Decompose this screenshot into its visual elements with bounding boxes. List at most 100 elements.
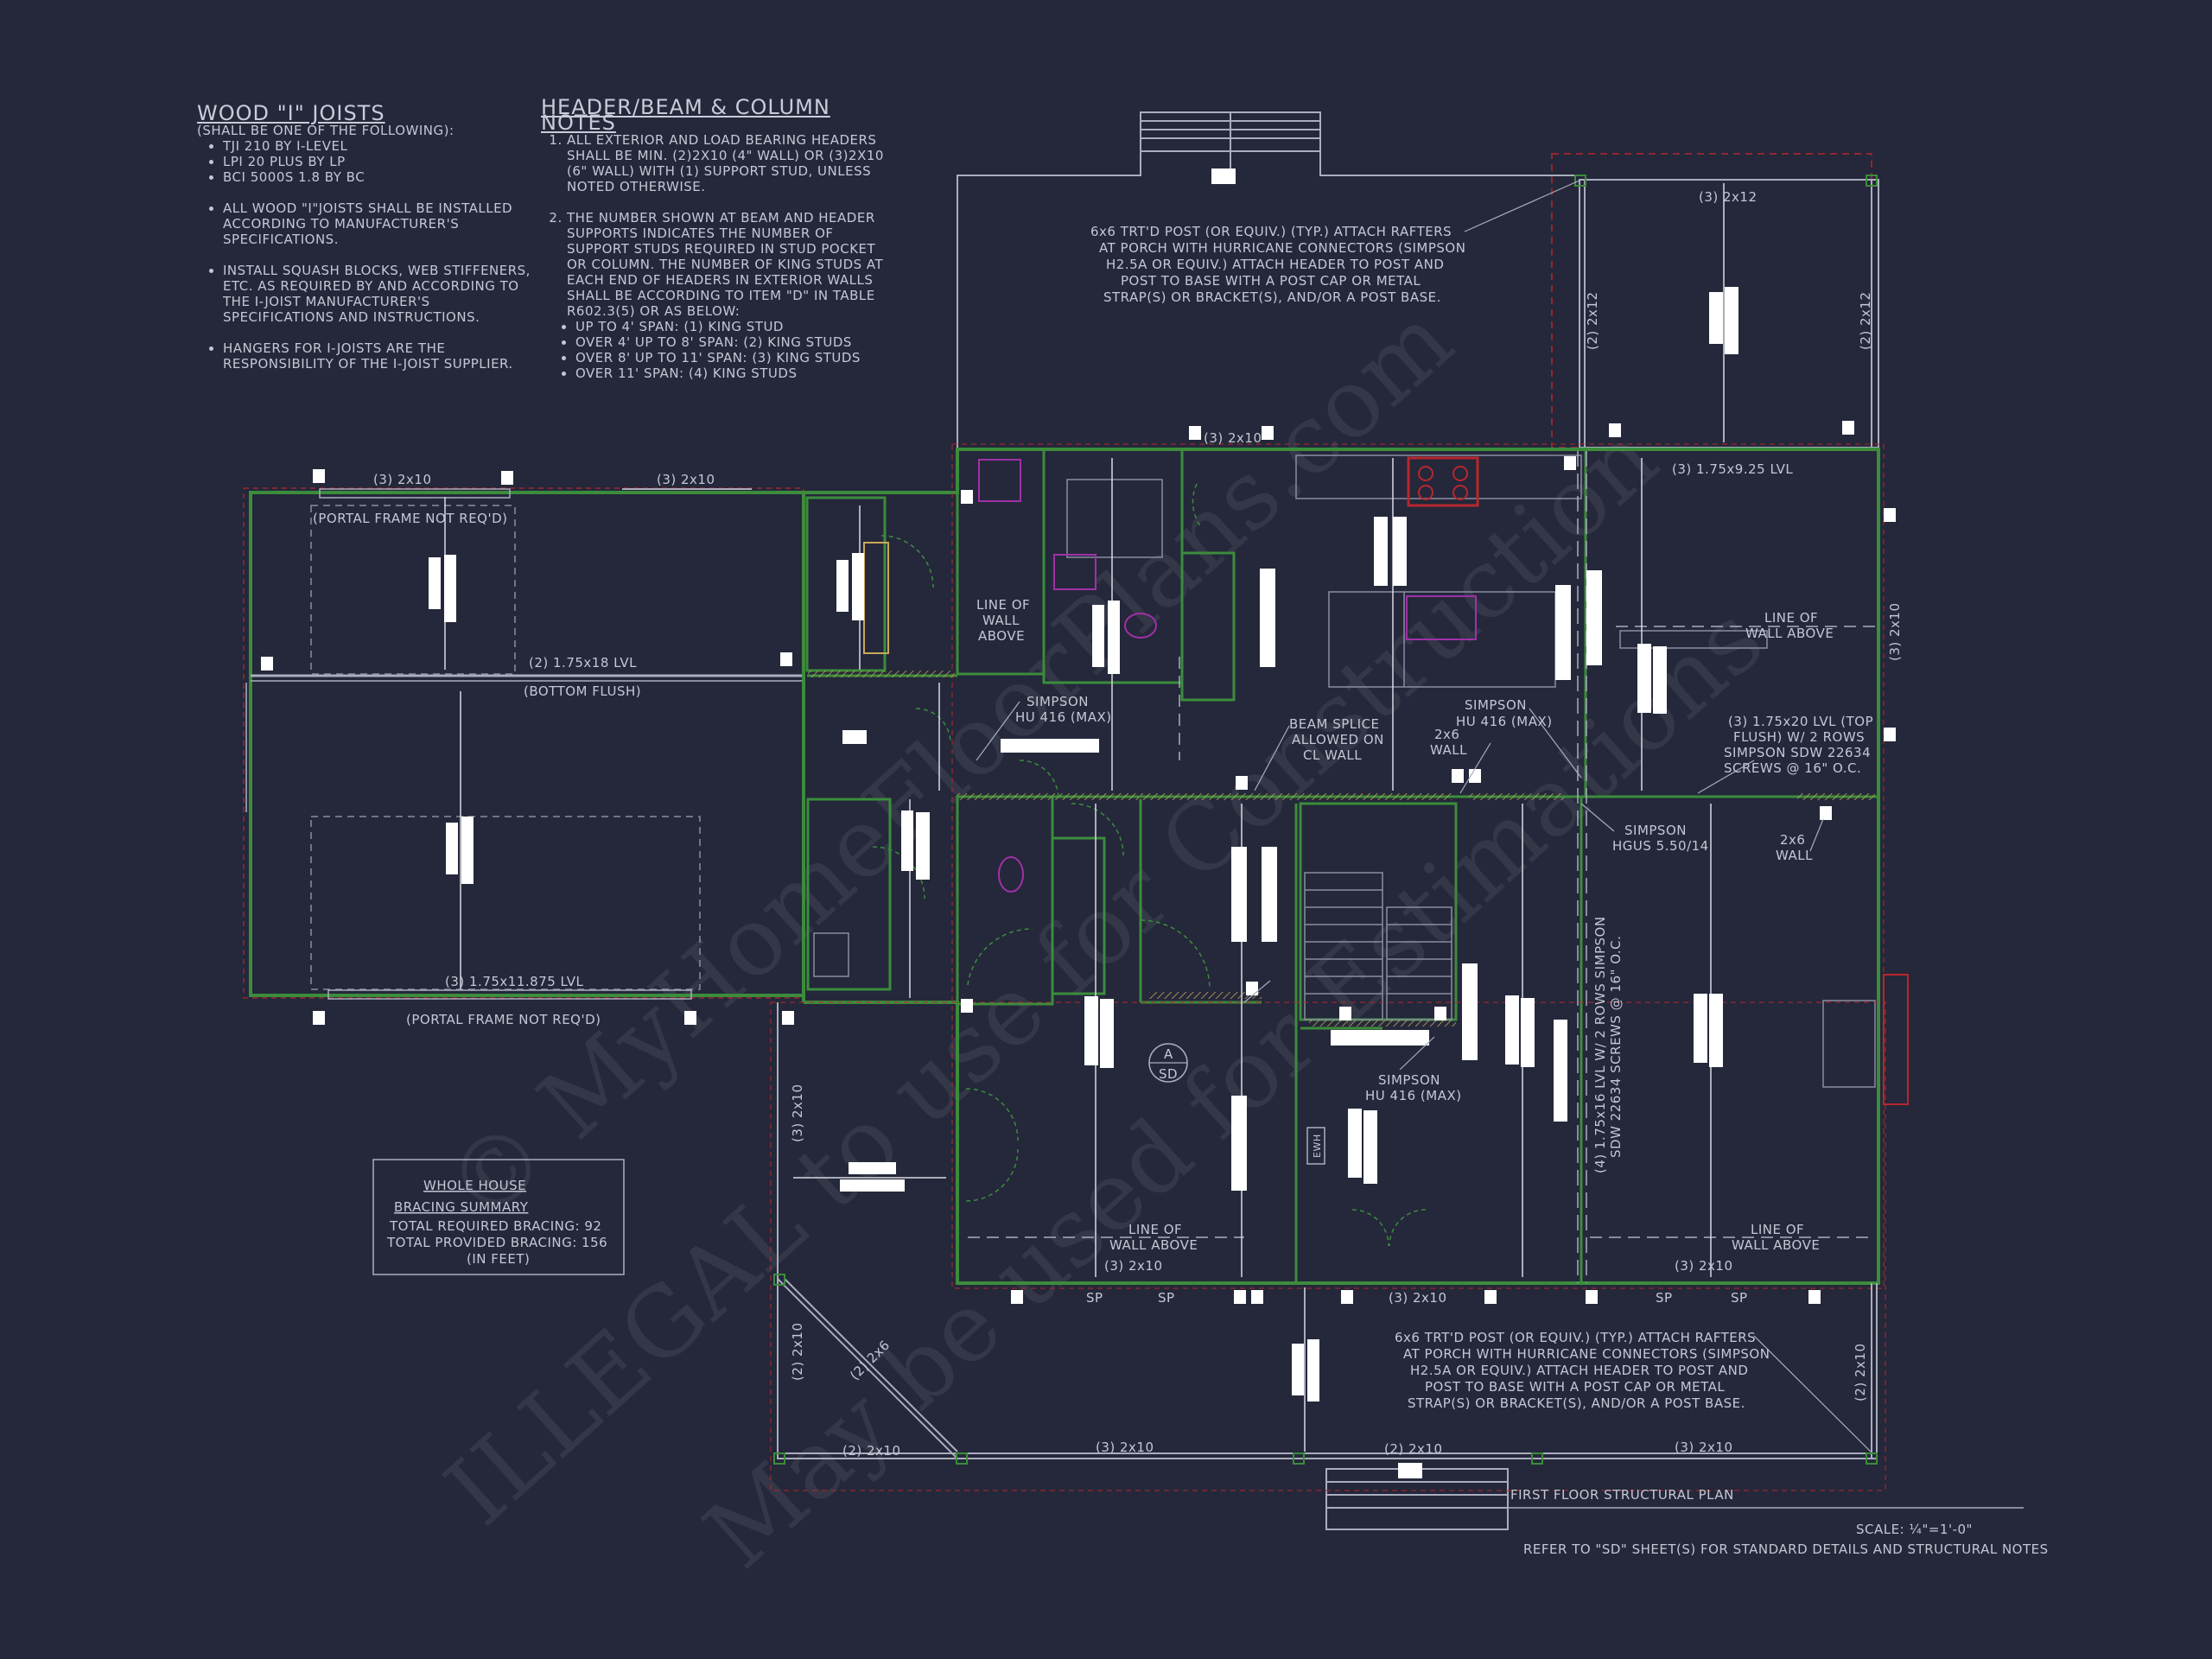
door-swings	[872, 483, 1427, 1247]
line-of-wall-label: WALL ABOVE	[1109, 1237, 1198, 1253]
line-of-wall-label: WALL ABOVE	[1732, 1237, 1820, 1253]
post-note: POST TO BASE WITH A POST CAP OR METAL	[1425, 1379, 1725, 1395]
wall-label: 2x6	[1780, 832, 1805, 848]
support-label: SP	[1158, 1290, 1175, 1306]
joist-product: LPI 20 PLUS BY LP	[223, 154, 543, 169]
joist-notes: WOOD "I" JOISTS (SHALL BE ONE OF THE FOL…	[197, 103, 543, 372]
joist-note: INSTALL SQUASH BLOCKS, WEB STIFFENERS, E…	[223, 263, 543, 325]
header-notes: HEADER/BEAM & COLUMN NOTES ALL EXTERIOR …	[541, 95, 893, 381]
header-label: (3) 2x10	[657, 472, 715, 487]
post-note: AT PORCH WITH HURRICANE CONNECTORS (SIMP…	[1403, 1346, 1770, 1362]
hanger-label: HU 416 (MAX)	[1365, 1088, 1462, 1103]
hanger-label: SIMPSON	[1027, 694, 1089, 709]
header-label: (2) 2x10	[1384, 1441, 1443, 1457]
header-label: (3) 2x10	[373, 472, 432, 487]
span-rule: OVER 8' UP TO 11' SPAN: (3) KING STUDS	[575, 350, 893, 365]
bracing-title: BRACING SUMMARY	[394, 1199, 529, 1215]
header-label: (3) 2x10	[1675, 1440, 1733, 1455]
hanger-label: SIMPSON	[1624, 823, 1687, 838]
line-of-wall-label: ABOVE	[978, 628, 1025, 644]
header-label: (2) 2x10	[1853, 1343, 1868, 1402]
joist-product: BCI 5000s 1.8 BY BC	[223, 169, 543, 185]
joist-markers	[429, 287, 1738, 1402]
header-notes-title: HEADER/BEAM & COLUMN NOTES	[541, 95, 830, 135]
title-block: FIRST FLOOR STRUCTURAL PLAN SCALE: ¼"=1'…	[1509, 1487, 2049, 1557]
bath-sink	[1053, 554, 1096, 590]
beam-label: (3) 1.75x20 LVL (TOP	[1728, 714, 1873, 729]
portal-label: (PORTAL FRAME NOT REQ'D)	[406, 1012, 601, 1027]
beam-label: (BOTTOM FLUSH)	[524, 683, 641, 699]
post-note: 6x6 TRT'D POST (OR EQUIV.) (TYP.) ATTACH…	[1090, 224, 1452, 239]
joist-notes-list: ALL WOOD "I"JOISTS SHALL BE INSTALLED AC…	[197, 200, 543, 372]
posts	[261, 168, 1896, 1478]
beam-label: (3) 1.75x11.875 LVL	[445, 974, 584, 989]
line-of-wall-label: WALL	[982, 613, 1020, 628]
hanger-label: SIMPSON	[1378, 1072, 1440, 1088]
post-note: H2.5A OR EQUIV.) ATTACH HEADER TO POST A…	[1410, 1363, 1748, 1378]
splice-label: ALLOWED ON	[1292, 732, 1384, 747]
line-of-wall-label: LINE OF	[1128, 1222, 1182, 1237]
hatched-wall	[808, 671, 955, 677]
hanger-label: HU 416 (MAX)	[1456, 714, 1553, 729]
line-of-wall-label: LINE OF	[1764, 610, 1818, 626]
support-label: SP	[1656, 1290, 1673, 1306]
leader-lines	[976, 179, 1872, 1452]
beam-label: SDW 22634 SCREWS @ 16" O.C.	[1608, 936, 1624, 1158]
beam-label: (3) 1.75x9.25 LVL	[1672, 461, 1793, 477]
post-note: H2.5A OR EQUIV.) ATTACH HEADER TO POST A…	[1106, 257, 1444, 272]
drawing-scale: SCALE: ¼"=1'-0"	[1856, 1522, 1973, 1537]
beam-label: SCREWS @ 16" O.C.	[1724, 760, 1861, 776]
joist-product: TJI 210 BY I-LEVEL	[223, 138, 543, 154]
bracing-summary: WHOLE HOUSE BRACING SUMMARY TOTAL REQUIR…	[372, 1159, 625, 1275]
drawing-title: FIRST FLOOR STRUCTURAL PLAN	[1510, 1487, 1734, 1503]
beam-label: (4) 1.75x16 LVL W/ 2 ROWS SIMPSON	[1592, 916, 1608, 1173]
beam-label: SIMPSON SDW 22634	[1724, 745, 1871, 760]
bracing-title: WHOLE HOUSE	[423, 1178, 526, 1193]
header-label: (2) 2x12	[1858, 291, 1873, 350]
header-label: (3) 2x10	[1096, 1440, 1154, 1455]
span-rule: OVER 11' SPAN: (4) KING STUDS	[575, 365, 893, 381]
support-label: SP	[1086, 1290, 1103, 1306]
header-label: (3) 2x10	[1675, 1258, 1733, 1274]
hanger-label: HGUS 5.50/14	[1612, 838, 1709, 854]
line-of-wall-label: LINE OF	[976, 597, 1030, 613]
line-of-wall-label: LINE OF	[1751, 1222, 1804, 1237]
section-label: A	[1164, 1046, 1173, 1062]
top-porch-outline	[957, 111, 1574, 449]
drawing-reference: REFER TO "SD" SHEET(S) FOR STANDARD DETA…	[1523, 1541, 2049, 1557]
header-note: THE NUMBER SHOWN AT BEAM AND HEADER SUPP…	[567, 210, 893, 319]
line-of-wall-above	[968, 626, 1875, 1238]
stairs	[1304, 872, 1452, 1020]
span-rule: OVER 4' UP TO 8' SPAN: (2) KING STUDS	[575, 334, 893, 350]
post-note: STRAP(S) OR BRACKET(S), AND/OR A POST BA…	[1103, 289, 1441, 305]
porch-posts	[773, 175, 1878, 1465]
post-note: 6x6 TRT'D POST (OR EQUIV.) (TYP.) ATTACH…	[1395, 1330, 1756, 1345]
laundry-sink	[978, 459, 1021, 502]
wall-label: WALL	[1776, 848, 1813, 863]
king-stud-spans: UP TO 4' SPAN: (1) KING STUD OVER 4' UP …	[541, 319, 893, 381]
range-cooktop	[1407, 456, 1479, 507]
post-note: AT PORCH WITH HURRICANE CONNECTORS (SIMP…	[1099, 240, 1465, 256]
portal-label: (PORTAL FRAME NOT REQ'D)	[313, 511, 508, 526]
header-label: (3) 2x10	[1104, 1258, 1163, 1274]
header-label: (3) 2x10	[1204, 430, 1262, 446]
equipment-label: EWH	[1312, 1134, 1323, 1158]
header-label: (2) 2x10	[842, 1443, 901, 1459]
header-label: (3) 2x10	[1887, 602, 1903, 661]
post-note: STRAP(S) OR BRACKET(S), AND/OR A POST BA…	[1408, 1395, 1745, 1411]
beam-label: (2) 1.75x18 LVL	[529, 655, 637, 671]
water-heater-symbol	[1306, 1127, 1325, 1165]
header-note: ALL EXTERIOR AND LOAD BEARING HEADERS SH…	[567, 132, 893, 194]
joist-note: ALL WOOD "I"JOISTS SHALL BE INSTALLED AC…	[223, 200, 543, 247]
header-label: (3) 2x12	[1699, 189, 1758, 205]
header-label: (3) 2x10	[790, 1084, 805, 1142]
splice-label: BEAM SPLICE	[1289, 716, 1380, 732]
joist-notes-intro: (SHALL BE ONE OF THE FOLLOWING):	[197, 123, 454, 138]
section-label: SD	[1159, 1066, 1178, 1082]
wall-label: 2x6	[1434, 727, 1459, 742]
beam-label: FLUSH) W/ 2 ROWS	[1733, 729, 1865, 745]
bracing-provided: TOTAL PROVIDED BRACING: 156	[386, 1235, 607, 1250]
fireplace	[1883, 974, 1909, 1105]
header-notes-list: ALL EXTERIOR AND LOAD BEARING HEADERS SH…	[541, 132, 893, 319]
